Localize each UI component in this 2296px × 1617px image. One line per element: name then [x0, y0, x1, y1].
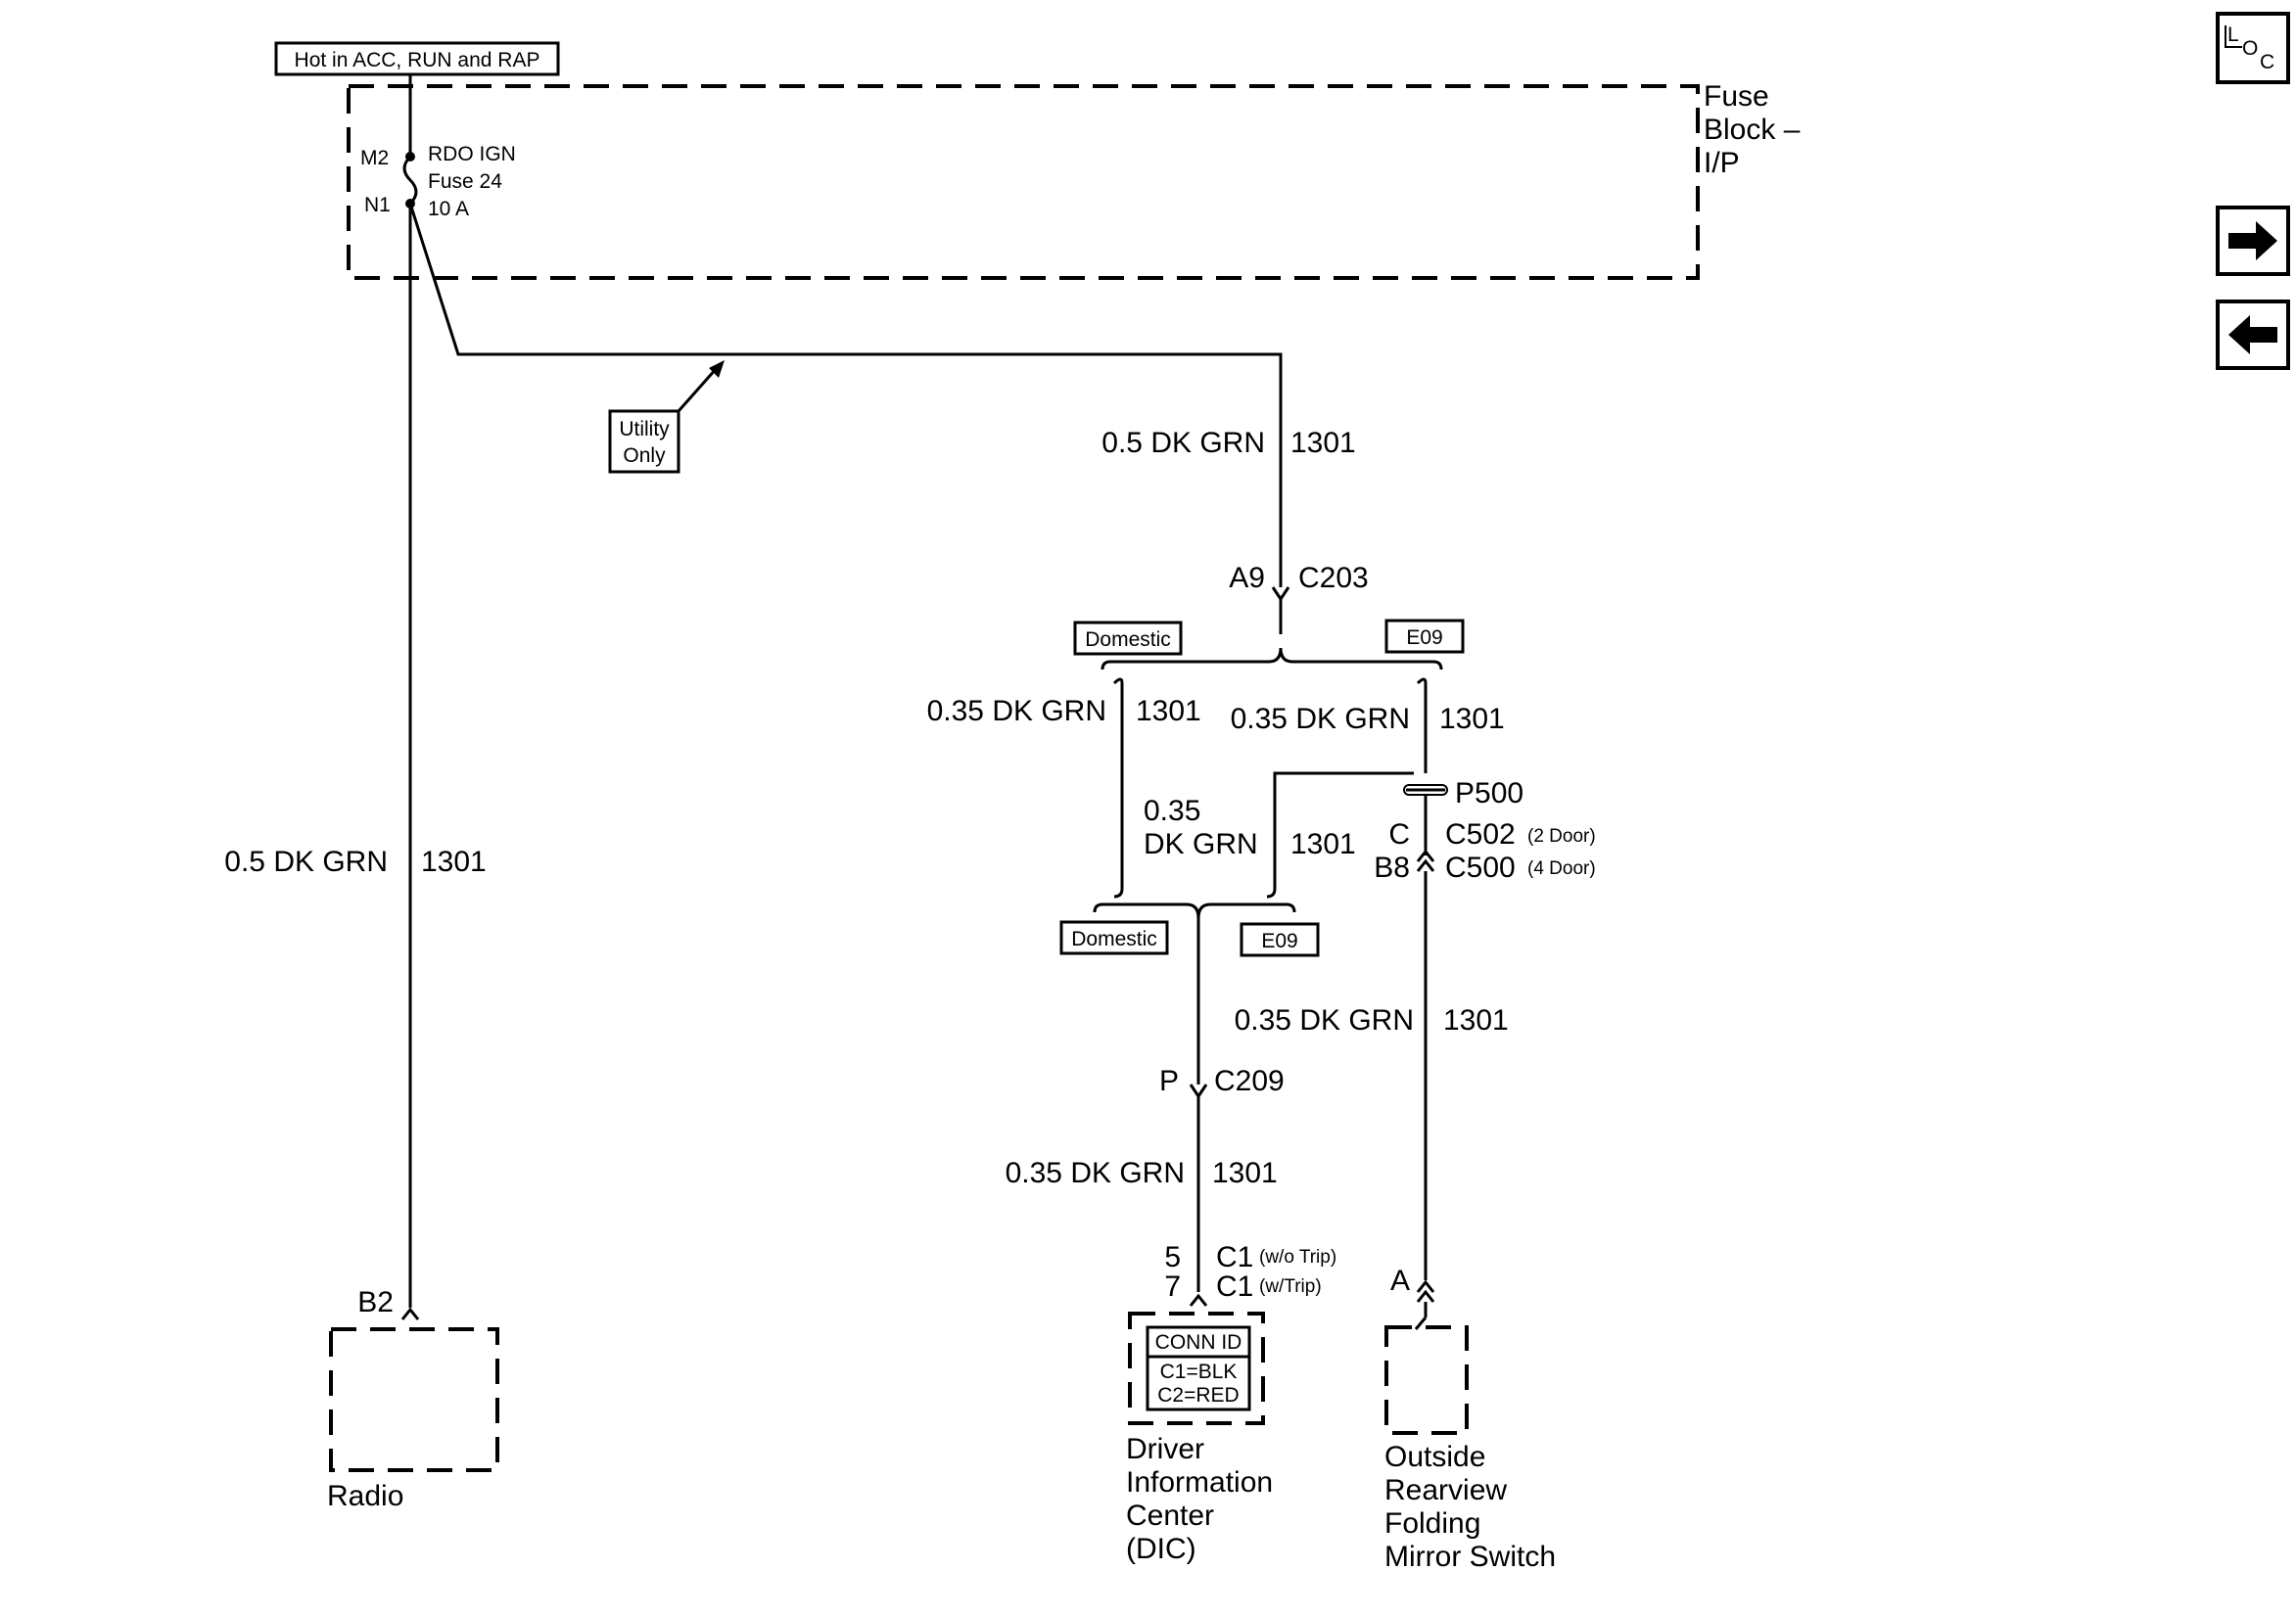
wire-mirror-gauge: 0.35 DK GRN: [1235, 1004, 1414, 1037]
splice-top: Domestic E09: [1073, 619, 1465, 670]
option-e09-top: [1384, 619, 1465, 654]
location-icon: [2225, 25, 2242, 48]
utility-arrow-icon: [709, 360, 725, 378]
option-domestic-top-text: Domestic: [1085, 628, 1171, 651]
arrow-right-icon: [2228, 221, 2277, 260]
option-domestic-top: [1073, 621, 1183, 656]
fuse-block-label: Fuse Block – I/P: [1704, 80, 1801, 179]
dic-conn-id-title: CONN ID: [1155, 1331, 1242, 1354]
c502-note: (2 Door): [1527, 826, 1596, 847]
mirror-pin: A: [1390, 1265, 1410, 1297]
dic-conn-id-c1: C1=BLK: [1160, 1361, 1238, 1383]
wire-dic-feed: P C209 0.35 DK GRN 1301: [1006, 918, 1285, 1292]
wire-mid-circuit: 1301: [1290, 828, 1356, 860]
wire-right-gauge: 0.35 DK GRN: [1231, 703, 1410, 735]
dic-c1-name-b: C1: [1216, 1270, 1253, 1303]
wire-main-gauge: 0.5 DK GRN: [1101, 427, 1265, 459]
arrow-left-icon: [2228, 315, 2277, 354]
wire-mid-gauge-line1: 0.35: [1144, 795, 1200, 827]
c500-name: C500: [1445, 852, 1516, 884]
power-source-label: Hot in ACC, RUN and RAP: [274, 41, 560, 76]
option-e09-top-text: E09: [1406, 626, 1442, 649]
connector-p500: P500: [1266, 771, 1523, 899]
option-domestic-bottom: [1059, 920, 1169, 955]
fuse-rating: 10 A: [428, 198, 469, 220]
dic-c1-pin-b: 7: [1164, 1270, 1181, 1303]
dic-c1-name-a: C1: [1216, 1241, 1253, 1273]
option-e09-bottom-text: E09: [1261, 930, 1297, 952]
utility-only-note: Utility Only: [608, 360, 725, 474]
previous-button[interactable]: [2216, 300, 2290, 370]
radio-pin: B2: [357, 1286, 394, 1318]
option-domestic-bottom-text: Domestic: [1071, 928, 1157, 950]
mirror-label-line3: Folding: [1384, 1507, 1480, 1540]
utility-note-line2: Only: [623, 444, 666, 467]
c502-name: C502: [1445, 818, 1516, 851]
fuse-pin-n1: N1: [364, 194, 391, 216]
dic-c1-note-b: (w/Trip): [1259, 1276, 1322, 1297]
utility-note-line1: Utility: [619, 418, 670, 440]
c502-pin: C: [1388, 818, 1410, 851]
wire-left-gauge: 0.35 DK GRN: [927, 695, 1106, 727]
fuse-name-line2: Fuse 24: [428, 170, 502, 193]
wire-right-branch: 0.35 DK GRN 1301: [1231, 677, 1505, 773]
c500-pin: B8: [1374, 852, 1410, 884]
wire-main-circuit: 1301: [1290, 427, 1356, 459]
component-dic: CONN ID C1=BLK C2=RED Driver Information…: [1126, 1312, 1273, 1565]
power-source-text: Hot in ACC, RUN and RAP: [295, 49, 540, 71]
wire-mid-gauge-line2: DK GRN: [1144, 828, 1258, 860]
c203-name: C203: [1298, 562, 1369, 594]
wire-dic-circuit: 1301: [1212, 1157, 1278, 1189]
wire-right-circuit: 1301: [1439, 703, 1505, 735]
dic-c1-pin-a: 5: [1164, 1241, 1181, 1273]
c203-pin: A9: [1229, 562, 1265, 594]
dic-label-line2: Information: [1126, 1466, 1273, 1499]
wire-main-feed: 0.5 DK GRN 1301: [408, 203, 1356, 587]
component-mirror-switch: Outside Rearview Folding Mirror Switch: [1384, 1325, 1556, 1573]
mirror-label-line1: Outside: [1384, 1441, 1485, 1473]
dic-label-line4: (DIC): [1126, 1533, 1196, 1565]
wire-radio-gauge: 0.5 DK GRN: [224, 846, 388, 878]
location-icon-c: C: [2260, 51, 2274, 73]
p500-name: P500: [1455, 777, 1523, 809]
location-button[interactable]: L O C: [2216, 12, 2290, 84]
location-icon-o: O: [2242, 37, 2258, 60]
wire-radio-feed: 0.5 DK GRN 1301: [224, 204, 487, 1308]
fuse-block-label-line3: I/P: [1704, 147, 1740, 179]
dic-label-line1: Driver: [1126, 1433, 1204, 1465]
wire-left-circuit: 1301: [1136, 695, 1201, 727]
component-radio: B2 Radio: [327, 1286, 499, 1512]
option-e09-bottom: [1240, 922, 1320, 957]
fuse-block-label-line2: Block –: [1704, 114, 1801, 146]
fuse-block-outline: [347, 84, 1700, 280]
next-button[interactable]: [2216, 206, 2290, 276]
wire-dic-gauge: 0.35 DK GRN: [1006, 1157, 1185, 1189]
fuse-block-label-line1: Fuse: [1704, 80, 1769, 113]
fuse-24: M2 N1 RDO IGN Fuse 24 10 A: [360, 74, 516, 220]
wire-mirror-circuit: 1301: [1443, 1004, 1509, 1037]
connector-c502-c500: C C502 (2 Door) B8 C500 (4 Door): [1374, 818, 1595, 884]
c209-pin: P: [1159, 1065, 1179, 1097]
wire-radio-circuit: 1301: [421, 846, 487, 878]
wire-mid-branch: 0.35 DK GRN 1301: [1144, 795, 1356, 860]
fuse-name-line1: RDO IGN: [428, 143, 516, 165]
wire-mirror-feed: 0.35 DK GRN 1301 A: [1235, 871, 1509, 1330]
fuse-pin-m2: M2: [360, 147, 389, 169]
location-icon-l: L: [2227, 23, 2239, 46]
mirror-label-line4: Mirror Switch: [1384, 1541, 1556, 1573]
connector-c203: A9 C203: [1229, 562, 1369, 634]
splice-bottom: Domestic E09: [1059, 902, 1320, 957]
wire-left-branch: 0.35 DK GRN 1301: [927, 677, 1201, 899]
mirror-label-line2: Rearview: [1384, 1474, 1507, 1506]
c500-note: (4 Door): [1527, 858, 1596, 879]
dic-conn-id-c2: C2=RED: [1157, 1384, 1239, 1407]
radio-label: Radio: [327, 1480, 403, 1512]
dic-label-line3: Center: [1126, 1500, 1214, 1532]
c209-name: C209: [1214, 1065, 1285, 1097]
connector-dic-c1: 5 C1 (w/o Trip) 7 C1 (w/Trip): [1164, 1241, 1336, 1307]
dic-c1-note-a: (w/o Trip): [1259, 1247, 1336, 1268]
